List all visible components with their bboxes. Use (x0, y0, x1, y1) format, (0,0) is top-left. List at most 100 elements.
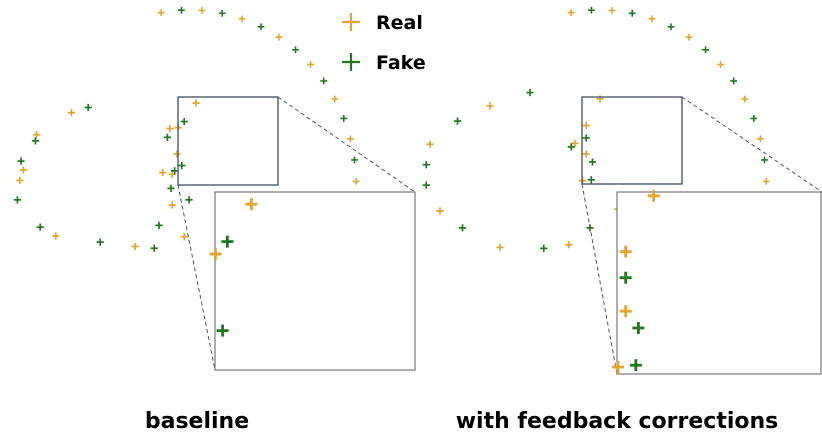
fake-point (218, 9, 226, 17)
real-point (168, 201, 176, 209)
real-point (756, 135, 764, 143)
real-point-zoomed (209, 248, 222, 261)
real-point (486, 102, 494, 110)
real-point-zoomed (619, 305, 632, 318)
real-point (496, 243, 504, 252)
zoom-inset-frame (616, 191, 822, 375)
real-point (131, 242, 139, 251)
fake-point (185, 196, 193, 204)
real-point (238, 15, 246, 23)
real-point (762, 178, 770, 185)
fake-point-zoomed (216, 324, 229, 337)
real-point (166, 124, 174, 133)
fake-point (567, 143, 575, 151)
zoom-connector-line (177, 184, 216, 371)
real-point (159, 168, 167, 177)
fake-point-zoomed (629, 359, 642, 372)
legend-fake-label: Fake (376, 52, 426, 74)
zoom-inset-frame (214, 191, 416, 371)
caption-with-feedback-corrections: with feedback corrections (456, 409, 779, 434)
fake-point (587, 176, 595, 184)
real-point (16, 176, 24, 185)
real-point (52, 232, 60, 240)
legend-real-marker (342, 13, 360, 31)
real-point-zoomed (619, 245, 632, 258)
real-point (717, 61, 724, 68)
ring-points (422, 88, 622, 252)
real-point (198, 7, 206, 14)
fake-point (180, 117, 188, 126)
fake-point (36, 223, 44, 231)
legend: Real Fake (342, 12, 426, 74)
fake-point (702, 46, 709, 54)
legend-fake-marker (342, 53, 360, 71)
panel-with-feedback-corrections: with feedback corrections (422, 6, 822, 434)
fake-point (458, 224, 467, 232)
fake-point (150, 244, 158, 252)
fake-point (178, 161, 186, 170)
fake-point (540, 244, 548, 252)
zoom-connector-line (277, 96, 416, 193)
fake-point (167, 184, 175, 192)
zoom-connector-line (681, 96, 822, 193)
fake-point (730, 77, 738, 85)
real-point (346, 135, 354, 143)
fake-point (257, 23, 265, 31)
fake-point (84, 103, 92, 112)
outer-arc-points (157, 6, 360, 249)
fake-point (13, 196, 21, 204)
zoom-inset-points (612, 189, 660, 374)
zoom-region-box (177, 96, 279, 186)
real-point (67, 109, 75, 117)
fake-point (171, 167, 179, 175)
fake-point (31, 137, 39, 145)
fake-point (628, 9, 636, 17)
real-point (571, 139, 579, 147)
real-point (157, 9, 165, 17)
fake-point (588, 6, 595, 14)
real-point (307, 61, 314, 68)
fake-point-zoomed (632, 321, 645, 334)
zoom-inset-points (209, 198, 258, 337)
fake-point (453, 117, 462, 125)
zoom-connector-line (581, 183, 618, 375)
fake-point (422, 161, 430, 169)
real-point (33, 131, 41, 139)
real-point (331, 95, 339, 103)
real-point (565, 241, 573, 249)
real-point (648, 15, 656, 23)
fake-point (422, 181, 430, 189)
fake-point (96, 238, 104, 246)
real-point (608, 7, 616, 14)
real-point-zoomed (647, 189, 660, 202)
real-point (685, 33, 693, 41)
fake-point (582, 134, 590, 142)
fake-point (178, 6, 185, 14)
fake-point (17, 157, 25, 165)
fake-point-zoomed (619, 271, 632, 284)
fake-point (320, 77, 328, 85)
real-point (436, 207, 444, 215)
real-point (582, 150, 590, 158)
fake-point (761, 156, 768, 164)
fake-point (155, 221, 163, 229)
real-point (596, 95, 604, 103)
real-point (426, 140, 434, 148)
fake-point-zoomed (221, 235, 234, 248)
real-point (173, 150, 181, 158)
caption-baseline: baseline (145, 409, 249, 434)
fake-point (750, 115, 758, 122)
ring-points (13, 99, 200, 252)
fake-point (163, 133, 171, 141)
real-point (741, 95, 749, 103)
legend-real-label: Real (376, 12, 423, 34)
real-point-zoomed (612, 361, 625, 374)
panel-baseline: baseline (13, 6, 416, 434)
fake-point (340, 115, 348, 122)
real-point (582, 121, 590, 130)
zoom-region-box (581, 96, 683, 185)
real-point-zoomed (245, 198, 258, 211)
real-point (19, 166, 27, 174)
real-point (275, 33, 283, 41)
